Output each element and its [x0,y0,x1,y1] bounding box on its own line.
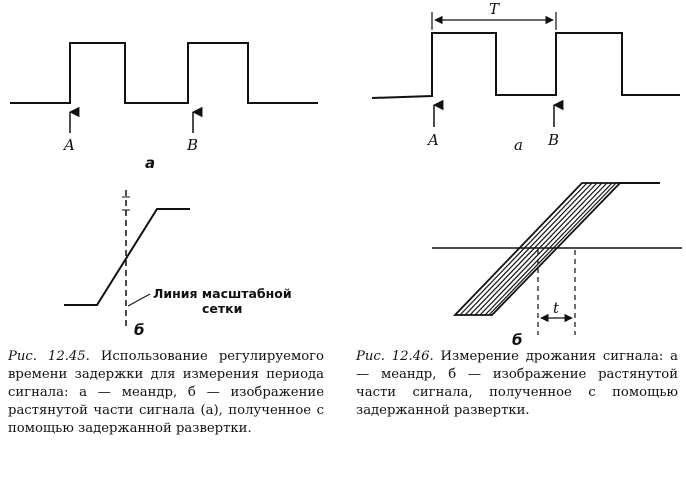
fig1246a-period-label: T [489,0,500,18]
fig1246b-interval-label: t [553,299,560,317]
fig1245b-panel-label: б [134,321,144,339]
fig1245a-marker-b: B [186,106,203,154]
fig1246a-marker-a: A [426,99,444,149]
fig1246b-jitter-band [452,182,660,316]
caption-fig-12-45: Рис. 12.45. Использование регулируемого … [8,348,324,438]
fig1245a-panel-label: а [145,154,155,172]
caption-fig-12-45-body: Использование регулируемого времени заде… [8,349,324,436]
fig1246a-square-wave [371,32,680,99]
fig1245b-annotation-line2: сетки [202,301,242,316]
fig1246a-period-arrow: T [431,0,557,30]
fig1245b-annotation-line1: Линия масштабной [153,286,292,301]
fig1246a-label-b: B [547,131,559,149]
caption-fig-12-46-title: Рис. 12.46. [356,349,434,364]
fig1246a-panel-label: а [514,136,523,154]
fig1245a-label-b: B [186,136,198,154]
fig1246b-panel-label: б [512,331,522,349]
fig1245a-square-wave [10,42,318,104]
caption-fig-12-46-body: Измерение дрожания сигнала: а — меандр, … [356,349,678,418]
fig1246a-label-a: A [426,131,439,149]
fig1245b-edge-trace [64,208,190,306]
fig1245a-marker-a: A [62,106,80,154]
fig1245b-annotation-leader [127,293,151,307]
fig1245b-grid-line [122,190,130,330]
fig1246b-interval-guides: t [537,250,576,335]
fig1246a-marker-b: B [547,99,564,149]
caption-fig-12-45-title: Рис. 12.45. [8,349,90,364]
fig1245a-label-a: A [62,136,75,154]
caption-fig-12-46: Рис. 12.46. Измерение дрожания сигнала: … [356,348,678,420]
